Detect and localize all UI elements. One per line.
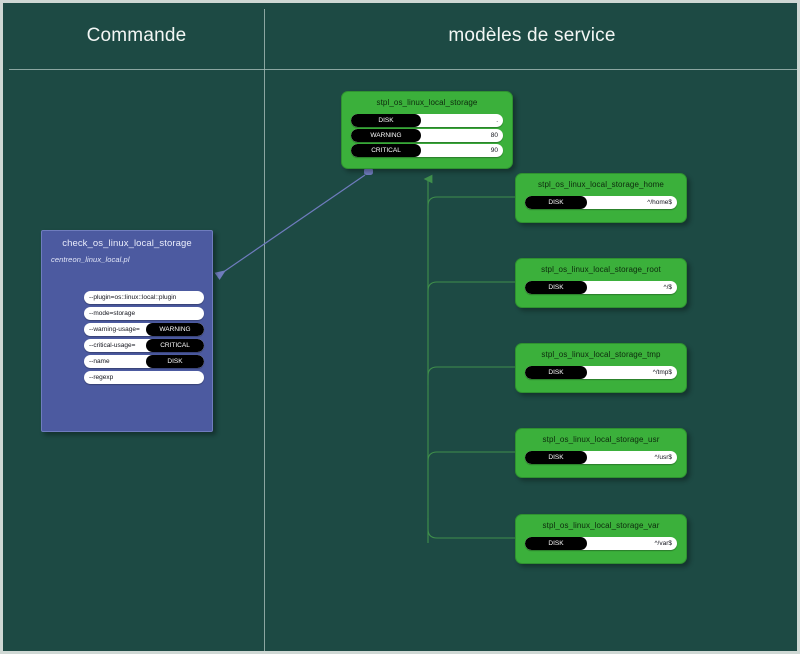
command-argument[interactable]: --name DISK [84,355,204,368]
service-template-macro-list: DISK . WARNING 80 CRITICAL 90 [351,114,503,159]
service-template-macro[interactable]: DISK ^/var$ [525,537,677,550]
service-template-macro-value: 80 [490,132,498,139]
service-template-macro[interactable]: DISK ^/$ [525,281,677,294]
service-template-macro[interactable]: DISK . [351,114,503,127]
service-template-title: stpl_os_linux_local_storage_var [542,521,660,530]
service-template-macro-value: ^/$ [663,284,672,291]
service-template-macro-name: DISK [525,451,587,464]
command-argument-key: --warning-usage= [89,326,140,333]
column-header-service-templates: modèles de service [265,3,797,69]
service-template-macro-list: DISK ^/var$ [525,537,677,552]
column-vertical-divider [264,9,265,651]
service-template-macro-name: CRITICAL [351,144,421,157]
command-node[interactable]: check_os_linux_local_storage centreon_li… [41,230,213,432]
command-argument-key: --name [89,358,110,365]
service-template-macro[interactable]: CRITICAL 90 [351,144,503,157]
column-header-commande: Commande [9,3,264,69]
service-template-macro-value: ^/usr$ [654,454,672,461]
command-node-subtitle: centreon_linux_local.pl [51,255,130,264]
connector-inheritance-tmp [427,366,515,385]
service-template-macro-value: ^/var$ [654,540,672,547]
command-argument-value: CRITICAL [146,339,204,352]
service-template-macro-list: DISK ^/home$ [525,196,677,211]
service-template-macro-value: . [496,117,498,124]
service-template-macro[interactable]: DISK ^/tmp$ [525,366,677,379]
service-template-title: stpl_os_linux_local_storage_tmp [541,350,661,359]
connector-inheritance-home [427,196,515,215]
service-template-macro-name: DISK [351,114,421,127]
service-template-title: stpl_os_linux_local_storage_usr [542,435,660,444]
service-template-macro-name: DISK [525,196,587,209]
command-node-title: check_os_linux_local_storage [62,238,192,249]
service-template-macro-name: DISK [525,281,587,294]
command-argument-value: DISK [146,355,204,368]
header-underline-divider [9,69,797,70]
service-template-node-home[interactable]: stpl_os_linux_local_storage_home DISK ^/… [515,173,687,223]
command-argument[interactable]: --warning-usage= WARNING [84,323,204,336]
service-template-macro-list: DISK ^/tmp$ [525,366,677,381]
service-template-node-var[interactable]: stpl_os_linux_local_storage_var DISK ^/v… [515,514,687,564]
service-template-macro-name: DISK [525,537,587,550]
service-template-macro[interactable]: DISK ^/usr$ [525,451,677,464]
service-template-node-usr[interactable]: stpl_os_linux_local_storage_usr DISK ^/u… [515,428,687,478]
service-template-macro-list: DISK ^/$ [525,281,677,296]
command-argument-key: --plugin=os::linux::local::plugin [89,294,177,301]
service-template-macro-list: DISK ^/usr$ [525,451,677,466]
command-argument-value: WARNING [146,323,204,336]
service-template-macro-name: WARNING [351,129,421,142]
column-header-service-templates-label: modèles de service [448,25,616,46]
service-template-node-root[interactable]: stpl_os_linux_local_storage_root DISK ^/… [515,258,687,308]
service-template-macro-value: ^/home$ [647,199,672,206]
command-argument[interactable]: --regexp [84,371,204,384]
service-template-macro-name: DISK [525,366,587,379]
service-template-title: stpl_os_linux_local_storage [376,98,478,107]
column-header-commande-label: Commande [86,25,187,46]
service-template-title: stpl_os_linux_local_storage_root [541,265,661,274]
service-template-macro[interactable]: WARNING 80 [351,129,503,142]
connector-command-to-template [214,168,373,281]
command-argument[interactable]: --plugin=os::linux::local::plugin [84,291,204,304]
command-argument[interactable]: --critical-usage= CRITICAL [84,339,204,352]
service-template-macro-value: ^/tmp$ [652,369,672,376]
service-template-title: stpl_os_linux_local_storage_home [538,180,664,189]
connector-inheritance-root [427,281,515,300]
command-argument-key: --critical-usage= [89,342,136,349]
command-argument-key: --mode=storage [89,310,136,317]
service-template-macro[interactable]: DISK ^/home$ [525,196,677,209]
service-template-node-parent[interactable]: stpl_os_linux_local_storage DISK . WARNI… [341,91,513,169]
connector-inheritance-var [427,518,515,539]
column-header-row: Commande modèles de service [3,3,797,69]
command-argument-key: --regexp [89,374,114,381]
connector-inheritance-usr [427,451,515,470]
command-argument-list: --plugin=os::linux::local::plugin --mode… [84,291,204,387]
service-template-node-tmp[interactable]: stpl_os_linux_local_storage_tmp DISK ^/t… [515,343,687,393]
service-template-macro-value: 90 [490,147,498,154]
command-argument[interactable]: --mode=storage [84,307,204,320]
